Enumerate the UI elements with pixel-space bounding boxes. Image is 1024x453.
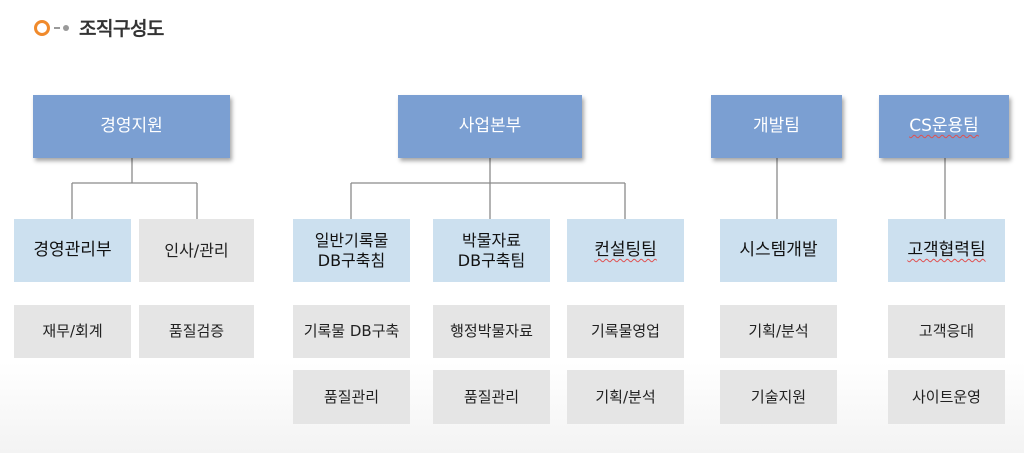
- team-museum-db: 박물자료 DB구축팀: [433, 219, 550, 282]
- page-title: 조직구성도: [79, 18, 164, 40]
- team-hr: 인사/관리: [139, 219, 254, 282]
- team-customer: 고객협력팀: [888, 219, 1005, 282]
- team-consulting: 컨설팅팀: [567, 219, 684, 282]
- task-tech-support: 기술지원: [720, 370, 837, 424]
- division-management: 경영지원: [33, 95, 230, 158]
- division-cs-label: CS운용팀: [909, 115, 979, 136]
- division-business: 사업본부: [398, 95, 582, 158]
- task-customer-service: 고객응대: [888, 305, 1005, 358]
- task-records-sales: 기록물영업: [567, 305, 684, 358]
- division-development: 개발팀: [711, 95, 842, 158]
- task-admin-museum: 행정박물자료: [433, 305, 550, 358]
- task-finance: 재무/회계: [14, 305, 131, 358]
- team-customer-label: 고객협력팀: [907, 239, 986, 260]
- division-cs: CS운용팀: [879, 95, 1009, 158]
- task-consult-planning: 기획/분석: [567, 370, 684, 424]
- bullet-dot-icon: [63, 24, 69, 31]
- task-site-operation: 사이트운영: [888, 370, 1005, 424]
- task-museum-quality: 품질관리: [433, 370, 550, 424]
- section-header: 조직구성도: [34, 14, 164, 41]
- team-records-db: 일반기록물 DB구축침: [293, 219, 410, 282]
- connector-dash-icon: [54, 26, 60, 29]
- team-consulting-label: 컨설팅팀: [594, 239, 657, 260]
- task-records-db-build: 기록물 DB구축: [293, 305, 410, 358]
- task-quality-check: 품질검증: [139, 305, 254, 358]
- task-dev-planning: 기획/분석: [720, 305, 837, 358]
- team-mgmt-admin: 경영관리부: [14, 219, 131, 282]
- team-system-dev: 시스템개발: [720, 219, 837, 282]
- task-records-quality: 품질관리: [293, 370, 410, 424]
- bullet-ring-icon: [34, 19, 50, 36]
